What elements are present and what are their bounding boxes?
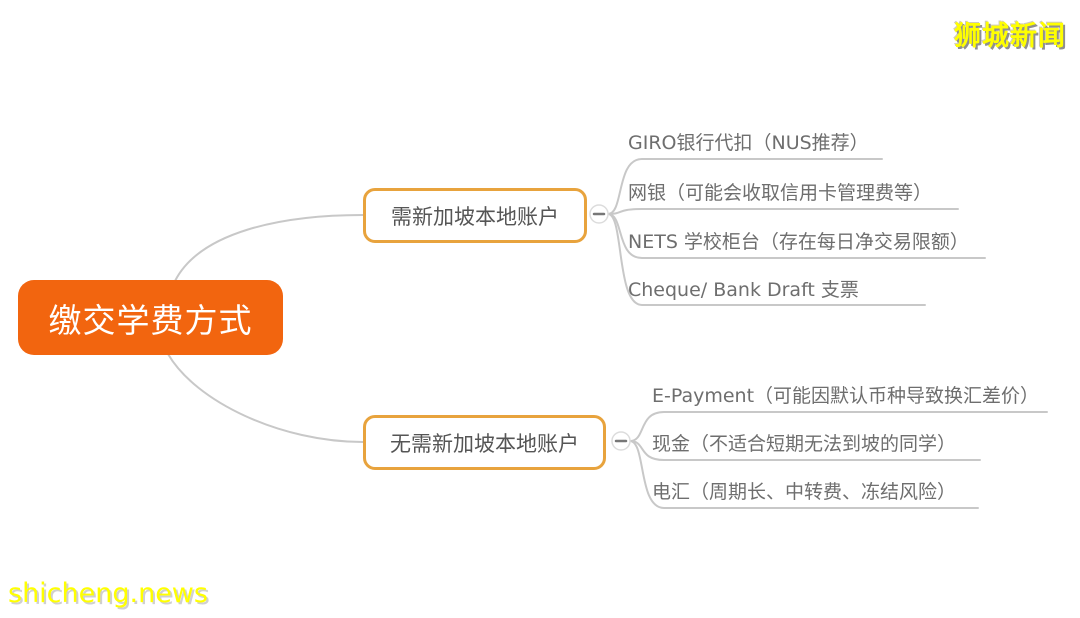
leaf-node-cash[interactable]: 现金（不适合短期无法到坡的同学） [652,433,957,455]
connector-root-branch2 [167,353,364,443]
leaf-node-cheque-bank-draft[interactable]: Cheque/ Bank Draft 支票 [628,279,859,301]
leaf-node-wire-transfer[interactable]: 电汇（周期长、中转费、冻结风险） [652,481,957,503]
leaf-node-epayment[interactable]: E-Payment（可能因默认币种导致换汇差价） [652,385,1040,407]
root-node-tuition-payment-methods[interactable]: 缴交学费方式 [18,280,283,355]
collapse-minus-icon[interactable] [589,204,609,224]
connector-root-branch1 [174,214,364,282]
connector-branch2-leaf1 [629,411,1048,442]
leaf-node-online-banking[interactable]: 网银（可能会收取信用卡管理费等） [628,182,933,204]
leaf-node-nets-counter[interactable]: NETS 学校柜台（存在每日净交易限额） [628,231,969,253]
connector-branch1-leaf4 [607,213,926,306]
connector-branch2-leaf3 [629,440,979,509]
connector-branch1-leaf2 [607,208,959,215]
connector-branch1-leaf1 [607,158,883,215]
branch-node-no-local-account-needed[interactable]: 无需新加坡本地账户 [363,415,606,470]
collapse-minus-icon[interactable] [611,431,631,451]
branch-node-local-account-required[interactable]: 需新加坡本地账户 [363,188,587,243]
watermark-site-name: 狮城新闻 [954,21,1066,52]
leaf-node-giro[interactable]: GIRO银行代扣（NUS推荐） [628,132,869,154]
watermark-site-url: shicheng.news [8,578,208,609]
